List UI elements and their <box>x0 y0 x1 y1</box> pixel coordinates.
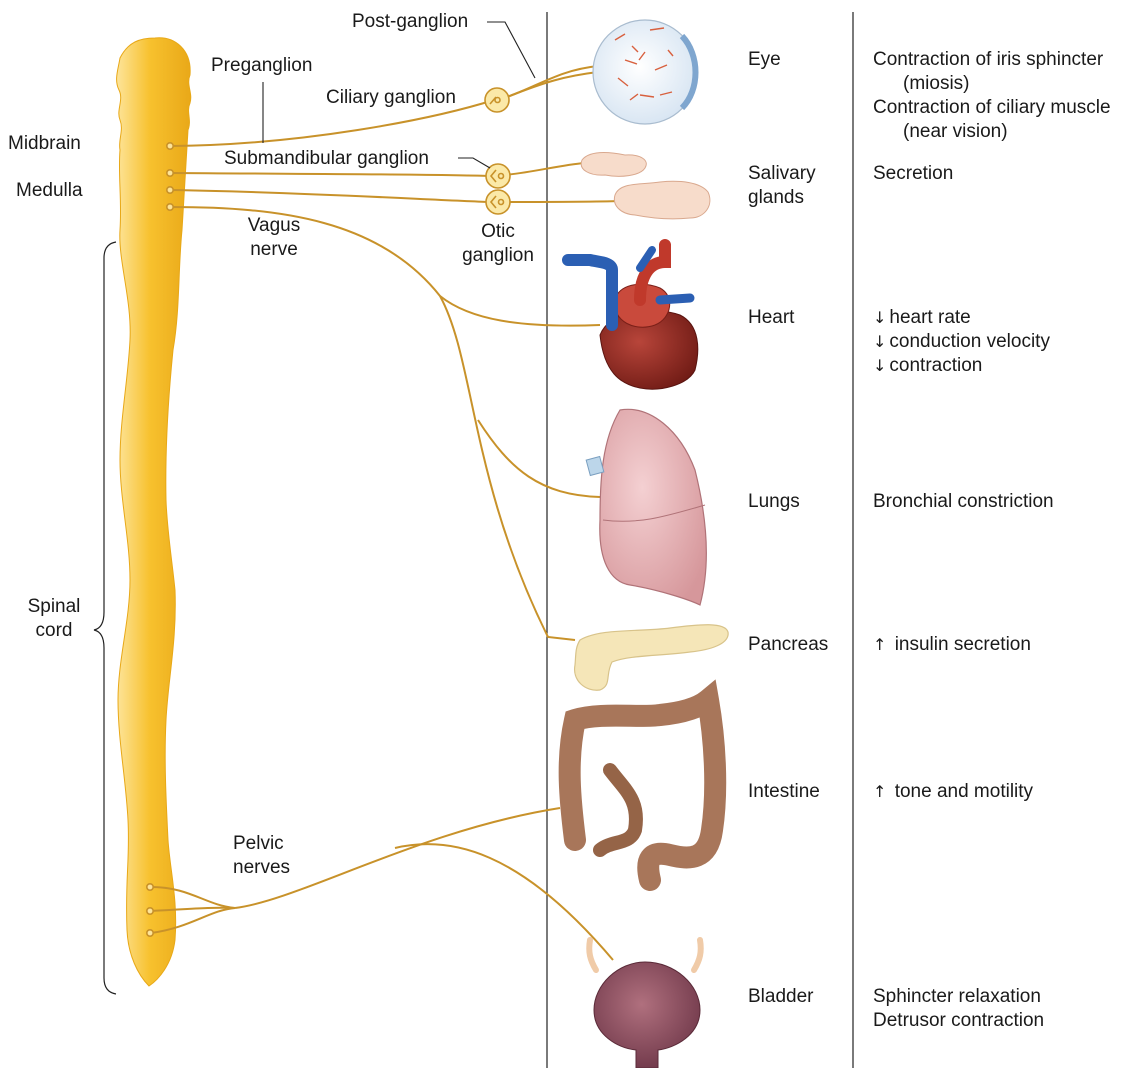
vagus-nerve-label-line-1: Vagus <box>228 214 320 238</box>
intestine-illustration <box>570 700 716 880</box>
vagus-branch-heart <box>440 296 600 326</box>
effect-heart-line-3: ↓contraction <box>873 354 1050 378</box>
organ-label-intestine: Intestine <box>748 780 820 804</box>
heart-illustration <box>568 245 698 389</box>
eye-illustration <box>593 20 697 124</box>
organ-label-salivary-line-1: Salivary <box>748 162 816 186</box>
pelvic-nerve-branch-bladder <box>395 844 613 960</box>
otic-ganglion-label-line-2: ganglion <box>452 244 544 268</box>
pelvic-nerves-label-line-1: Pelvic <box>233 832 290 856</box>
origin-dot-medulla-3 <box>167 204 173 210</box>
bladder-illustration <box>589 940 701 1068</box>
origin-dot-medulla-1 <box>167 170 173 176</box>
vagus-branch-lungs <box>478 420 600 497</box>
lungs-illustration <box>586 409 706 605</box>
nerve-fibers <box>151 66 620 960</box>
effect-heart: ↓heart rate ↓conduction velocity ↓contra… <box>873 306 1050 378</box>
effect-lungs: Bronchial constriction <box>873 490 1054 514</box>
effect-intestine: ↑ tone and motility <box>873 780 1033 804</box>
ciliary-ganglion <box>485 88 509 112</box>
effect-eye-line-2: (miosis) <box>873 72 1111 96</box>
pelvic-nerves-label-line-2: nerves <box>233 856 290 880</box>
effect-salivary: Secretion <box>873 162 953 186</box>
leader-post-ganglion <box>487 22 535 78</box>
parotid-gland <box>614 181 710 219</box>
submandibular-gland <box>581 153 646 177</box>
organ-label-pancreas: Pancreas <box>748 633 828 657</box>
origin-dot-midbrain <box>167 143 173 149</box>
effect-bladder-line-2: Detrusor contraction <box>873 1009 1044 1033</box>
pancreas-illustration <box>575 625 729 690</box>
preganglion-label: Preganglion <box>211 54 312 78</box>
bladder <box>594 962 700 1068</box>
effect-pancreas: ↑ insulin secretion <box>873 633 1031 657</box>
medulla-label: Medulla <box>16 179 83 203</box>
ureter-left <box>589 940 596 970</box>
vagus-nerve-label: Vagus nerve <box>228 214 320 262</box>
organ-label-salivary-line-2: glands <box>748 186 816 210</box>
ganglia <box>485 88 510 214</box>
postganglion-otic <box>505 201 620 202</box>
spinal-cord-label: Spinal cord <box>14 595 94 643</box>
effect-heart-line-1: ↓heart rate <box>873 306 1050 330</box>
effect-eye: Contraction of iris sphincter (miosis) C… <box>873 48 1111 144</box>
effect-heart-text-3: contraction <box>889 355 982 376</box>
post-ganglion-label: Post-ganglion <box>352 10 468 34</box>
submandibular-ganglion-label: Submandibular ganglion <box>224 147 429 171</box>
organ-label-salivary-glands: Salivary glands <box>748 162 816 210</box>
superior-vena-cava <box>568 260 612 325</box>
preganglion-submandibular <box>171 173 490 176</box>
salivary-glands-illustration <box>581 153 710 219</box>
origin-dot-sacral-1 <box>147 884 153 890</box>
leader-submandibular <box>458 158 490 168</box>
ureter-right <box>694 940 701 970</box>
effect-eye-line-1: Contraction of iris sphincter <box>873 48 1111 72</box>
pulmonary-vein <box>660 298 690 300</box>
vagus-nerve-trunk <box>171 207 575 640</box>
down-arrow-icon: ↓ <box>873 332 886 351</box>
effect-eye-line-3: Contraction of ciliary muscle <box>873 96 1111 120</box>
otic-ganglion <box>486 190 510 214</box>
ciliary-ganglion-label: Ciliary ganglion <box>326 86 456 110</box>
effect-eye-line-4: (near vision) <box>873 120 1111 144</box>
organ-label-eye: Eye <box>748 48 781 72</box>
organ-label-heart: Heart <box>748 306 794 330</box>
spinal-cord-label-line-2: cord <box>14 619 94 643</box>
origin-dot-sacral-2 <box>147 908 153 914</box>
postganglion-submandibular <box>505 163 585 175</box>
lung <box>600 409 707 605</box>
spinal-cord <box>117 38 191 986</box>
preganglion-otic <box>171 190 490 202</box>
effect-bladder: Sphincter relaxation Detrusor contractio… <box>873 985 1044 1033</box>
origin-dot-sacral-3 <box>147 930 153 936</box>
up-arrow-icon: ↑ <box>873 635 886 654</box>
effect-heart-line-2: ↓conduction velocity <box>873 330 1050 354</box>
small-bowel-loop <box>600 770 636 850</box>
organ-label-bladder: Bladder <box>748 985 814 1009</box>
bronchus <box>586 456 604 475</box>
otic-ganglion-label-line-1: Otic <box>452 220 544 244</box>
spinal-cord-label-line-1: Spinal <box>14 595 94 619</box>
down-arrow-icon: ↓ <box>873 356 886 375</box>
spinal-cord-brace <box>94 242 116 994</box>
effect-heart-text-2: conduction velocity <box>889 331 1050 352</box>
colon <box>570 700 716 880</box>
effect-bladder-line-1: Sphincter relaxation <box>873 985 1044 1009</box>
effect-heart-text-1: heart rate <box>889 307 970 328</box>
down-arrow-icon: ↓ <box>873 308 886 327</box>
midbrain-label: Midbrain <box>8 132 81 156</box>
effect-pancreas-text: insulin secretion <box>895 634 1031 655</box>
postganglion-ciliary-lower <box>507 72 598 97</box>
pelvic-nerves-label: Pelvic nerves <box>233 832 290 880</box>
effect-intestine-text: tone and motility <box>895 781 1033 802</box>
vagus-nerve-label-line-2: nerve <box>228 238 320 262</box>
organ-label-lungs: Lungs <box>748 490 800 514</box>
eyeball <box>593 20 697 124</box>
origin-dot-medulla-2 <box>167 187 173 193</box>
up-arrow-icon: ↑ <box>873 782 886 801</box>
otic-ganglion-label: Otic ganglion <box>452 220 544 268</box>
